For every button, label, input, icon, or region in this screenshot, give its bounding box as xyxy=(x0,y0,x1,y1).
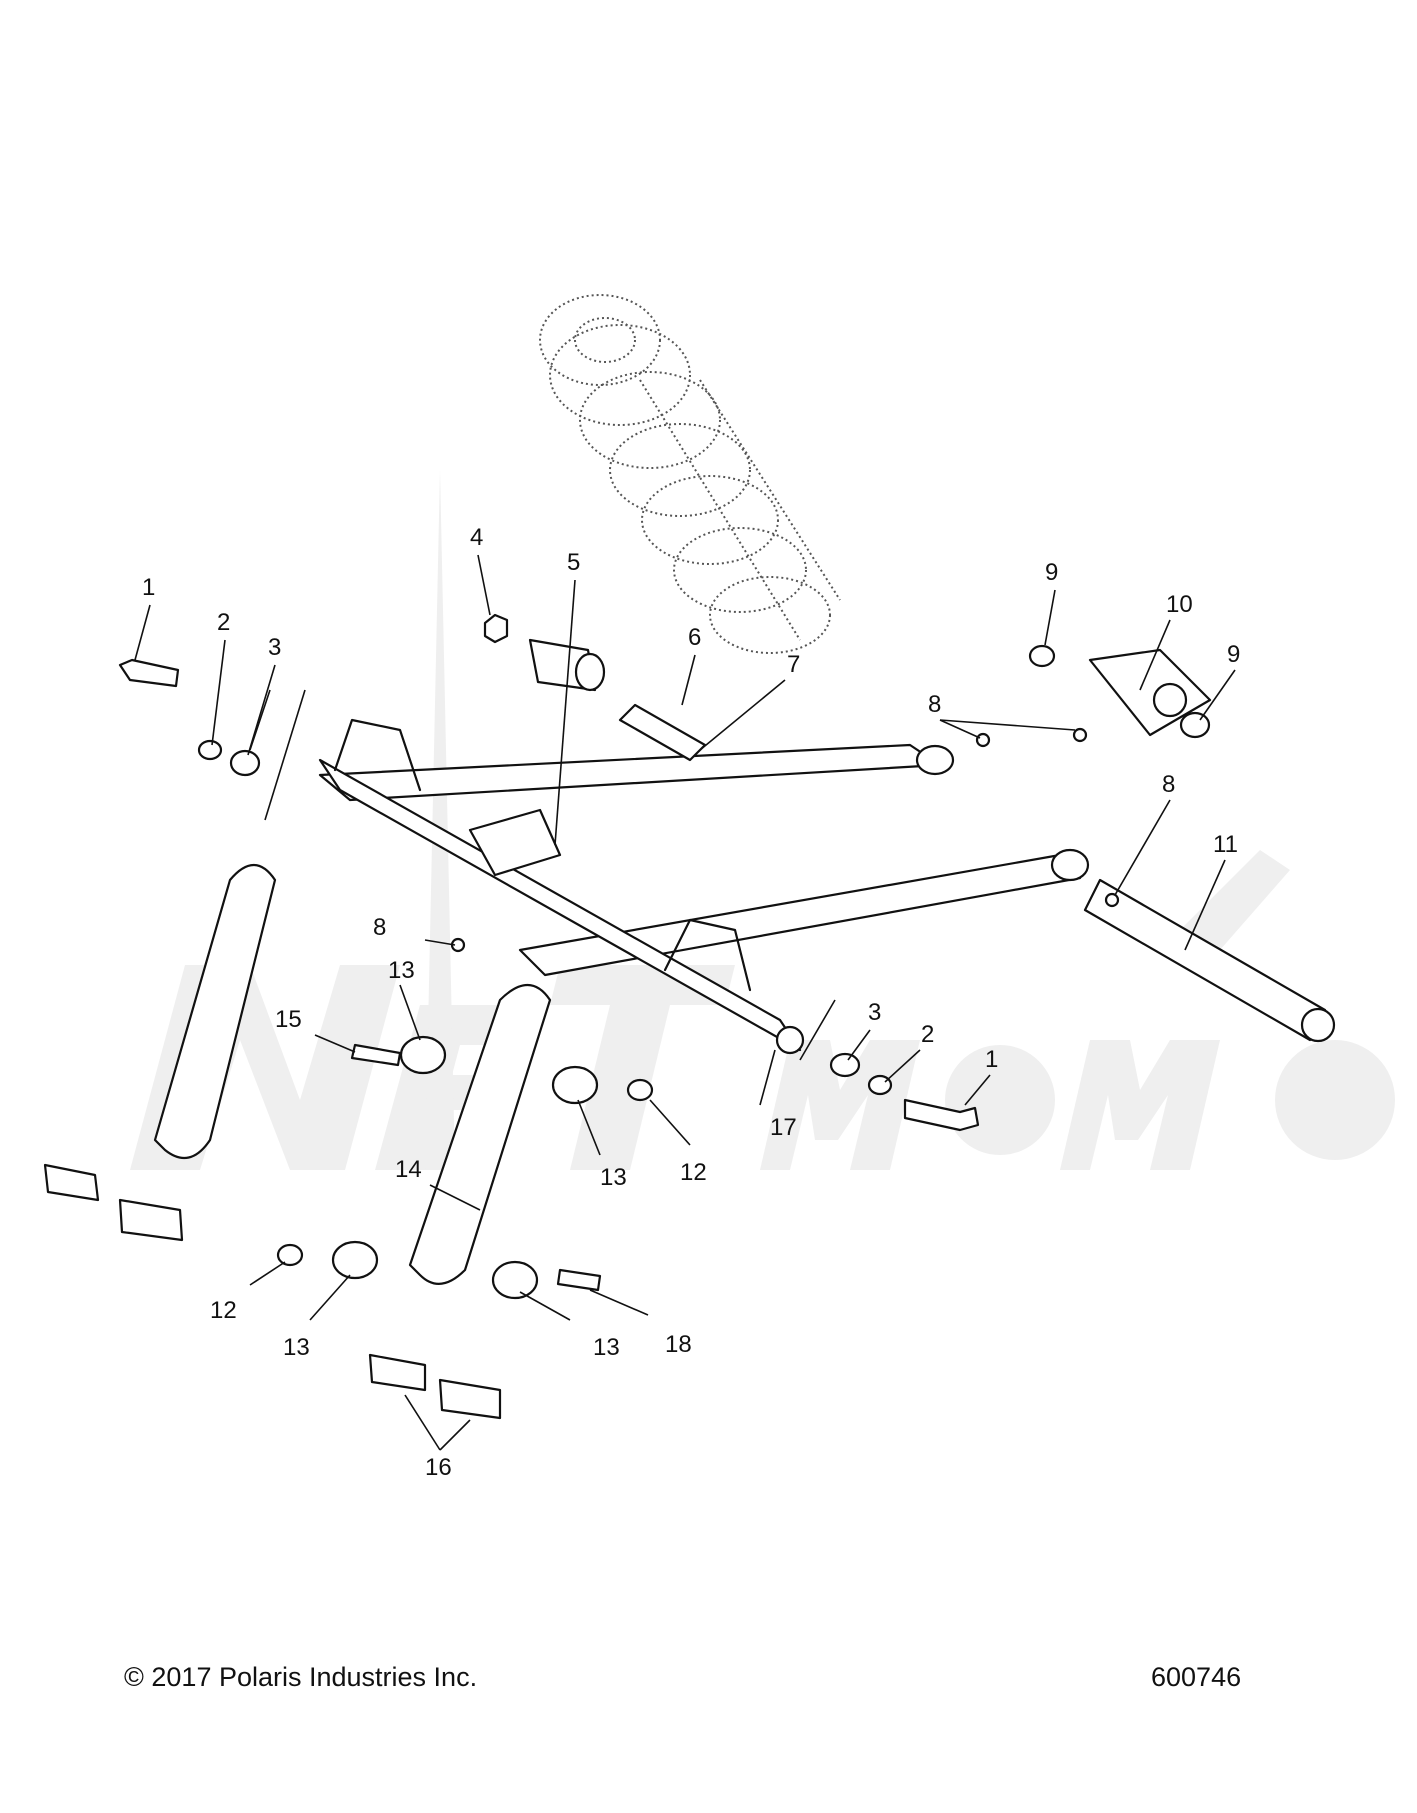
callout-15: 15 xyxy=(275,1006,302,1033)
figure-number: 600746 xyxy=(1151,1662,1242,1692)
copyright-notice: © 2017 Polaris Industries Inc. xyxy=(124,1662,478,1692)
shock-spring-ghost xyxy=(539,294,841,654)
callout-11: 11 xyxy=(1213,831,1238,858)
callout-5: 5 xyxy=(567,549,580,576)
callout-8-top: 8 xyxy=(928,691,941,718)
leader-lines xyxy=(134,554,1236,1451)
callout-9-right: 9 xyxy=(1227,641,1240,668)
callout-13-low-right: 13 xyxy=(593,1334,620,1361)
pivot-shaft xyxy=(1083,878,1336,1043)
callout-13-mid: 13 xyxy=(600,1164,627,1191)
callout-17: 17 xyxy=(770,1114,797,1141)
callout-8-right: 8 xyxy=(1162,771,1175,798)
callout-9-top: 9 xyxy=(1045,559,1058,586)
callout-7: 7 xyxy=(787,651,800,678)
callout-8-left: 8 xyxy=(373,914,386,941)
callout-3-left: 3 xyxy=(268,634,281,661)
callout-14: 14 xyxy=(395,1156,422,1183)
front-torque-arm xyxy=(318,718,1090,1055)
callout-1-right: 1 xyxy=(985,1046,998,1073)
callout-12-left: 12 xyxy=(210,1297,237,1324)
callout-18: 18 xyxy=(665,1331,692,1358)
callout-3-right: 3 xyxy=(868,999,881,1026)
callout-10: 10 xyxy=(1166,591,1193,618)
callout-13-upper: 13 xyxy=(388,957,415,984)
callout-2-right: 2 xyxy=(921,1021,934,1048)
callout-6: 6 xyxy=(688,624,701,651)
callout-2-left: 2 xyxy=(217,609,230,636)
rear-links xyxy=(153,864,552,1285)
callout-12-right: 12 xyxy=(680,1159,707,1186)
callout-labels: 1 2 3 4 5 6 7 8 8 8 9 9 10 11 13 15 12 1… xyxy=(142,524,1240,1481)
watermark xyxy=(130,470,1395,1170)
callout-4: 4 xyxy=(470,524,483,551)
callout-1-left: 1 xyxy=(142,574,155,601)
callout-13-low-left: 13 xyxy=(283,1334,310,1361)
callout-16: 16 xyxy=(425,1454,452,1481)
hardware xyxy=(43,613,1212,1420)
